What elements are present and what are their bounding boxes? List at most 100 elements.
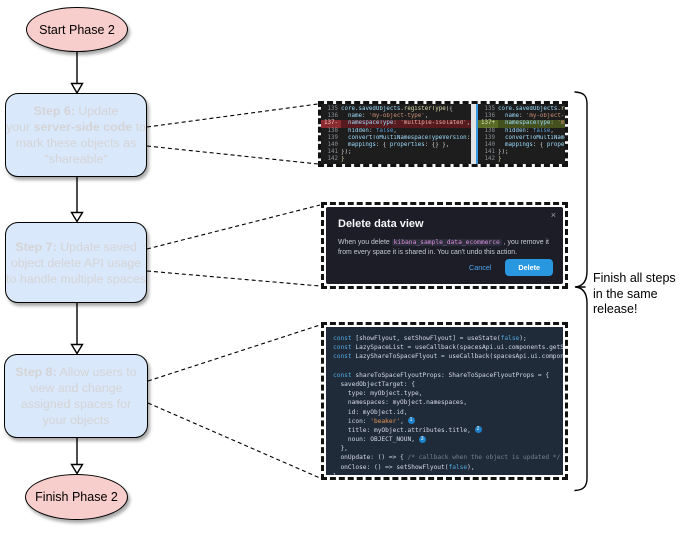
code-snippet-screenshot: const [showFlyout, setShowFlyout] = useS… <box>321 322 568 480</box>
close-icon[interactable]: × <box>550 210 556 220</box>
delete-button[interactable]: Delete <box>505 259 553 276</box>
callout-lines <box>146 103 321 479</box>
diff-pane-after: 135 core.savedObjects.registerType({ 136… <box>476 104 565 164</box>
code-line: icon: 'beaker', 1 <box>333 417 563 426</box>
line-number: 138 <box>484 127 495 134</box>
code-line: const LazySpaceList = useCallback(spaces… <box>333 344 563 352</box>
line-number: 139 <box>484 134 495 141</box>
step-text-line: Step 7: Update saved <box>15 239 137 254</box>
diff-screenshot: 135 core.savedObjects.registerType({ 136… <box>318 101 568 167</box>
brace-label-line: release! <box>593 302 638 316</box>
code-text: namespaceType: 'multiple', <box>504 120 565 127</box>
step-text-line: to handle multiple spaces <box>6 271 146 286</box>
start-node-label: Start Phase 2 <box>39 22 115 37</box>
modal-body: When you delete kibana_sample_data_ecomm… <box>338 238 551 258</box>
code-text: name: 'my-object-type', <box>347 113 429 120</box>
line-number: 135 <box>327 106 338 112</box>
diff-line: 141 }); <box>321 149 471 156</box>
code-line: const shareToSpaceFlyoutProps: ShareToSp… <box>333 371 550 379</box>
line-number: 136 <box>327 113 338 120</box>
line-number: 142 <box>484 156 495 163</box>
diff-line: 135 core.savedObjects.registerType({ <box>478 106 565 113</box>
step-text-line: your objects <box>42 413 110 427</box>
step-text-line: your server-side code to <box>6 120 146 134</box>
modal-body-text: When you delete <box>338 239 392 246</box>
diff-pane-before: 135 core.savedObjects.registerType({ 136… <box>321 104 471 164</box>
step-text-line: Step 8: Allow users to <box>15 365 137 379</box>
line-number: 140 <box>484 141 495 148</box>
code-text: core.savedObjects.registerType({ <box>341 106 453 112</box>
index-name-token: kibana_sample_data_ecommerce <box>391 239 502 246</box>
step-text-line: "shareable" <box>44 152 108 166</box>
diff-line: 136 name: 'my-object-type', <box>321 113 471 120</box>
step6-node: Step 6: Update your server-side code to ma… <box>5 93 147 177</box>
code-text: name: 'my-object-type', <box>504 113 565 120</box>
step-text-line: view and change <box>29 381 123 395</box>
code-text: mappings: { properties: {} }, <box>347 141 450 148</box>
step-text-line: assigned spaces for <box>20 397 132 411</box>
delete-modal-screenshot: × Delete data view When you delete kiban… <box>321 202 568 289</box>
code-line: title: myObject.attributes.title, 2 <box>333 426 563 435</box>
code-text: }); <box>341 149 352 156</box>
brace-label-line: Finish all steps <box>593 271 676 285</box>
line-number: 138 <box>327 127 338 134</box>
line-number: 139 <box>327 134 338 141</box>
curly-brace <box>574 91 588 492</box>
diff-line: 137+ namespaceType: 'multiple', <box>478 120 565 128</box>
line-number: 136 <box>484 113 495 120</box>
code-text: }); <box>498 149 509 156</box>
modal-body-text: , you remove it from every space it is s… <box>338 239 549 256</box>
code-text: mappings: { properties: {} }, <box>504 141 565 148</box>
line-number: 140 <box>327 141 338 148</box>
start-node: Start Phase 2 <box>26 7 128 52</box>
code-line: const [showFlyout, setShowFlyout] = useS… <box>333 335 527 342</box>
code-line: }; <box>333 472 563 475</box>
step8-node: Step 8: Allow users to view and change ass… <box>4 354 148 438</box>
step-text-line: mark these objects as <box>15 136 137 150</box>
diff-line: 142 } <box>478 156 565 163</box>
code-line <box>333 362 563 371</box>
code-line: }, <box>333 445 348 453</box>
diff-line: 136 name: 'my-object-type', <box>478 113 565 120</box>
delete-modal: × Delete data view When you delete kiban… <box>326 207 563 284</box>
finish-node-label: Finish Phase 2 <box>35 490 118 504</box>
diff-line: 140 mappings: { properties: {} }, <box>321 142 471 149</box>
code-text: convertToMultiNamespaceTypeVersion: ' <box>504 134 565 141</box>
code-line: noun: OBJECT_NOUN, 3 <box>333 435 563 444</box>
modal-title: Delete data view <box>338 218 424 230</box>
code-line: onClose: () => setShowFlyout(false), <box>333 463 475 471</box>
code-line: const LazyShareToSpaceFlyout = useCallba… <box>333 353 563 361</box>
diff-line: 142 } <box>321 156 471 163</box>
code-line: namespaces: myObject.namespaces, <box>333 399 468 407</box>
diff-line: 141 }); <box>478 149 565 156</box>
code-line: onUpdate: () => { /* callback when the o… <box>333 454 561 462</box>
diff-line: 139 convertToMultiNamespaceTypeVersion: … <box>321 135 471 142</box>
finish-node: Finish Phase 2 <box>25 474 128 520</box>
modal-actions: Cancel Delete <box>469 259 553 276</box>
diff-line: 138 hidden: false, <box>321 128 471 135</box>
code-text: namespaceType: 'multiple-isolated', <box>347 120 471 127</box>
step-text-line: object delete API usage <box>10 255 142 270</box>
step-text-line: Step 6: Update <box>33 104 119 118</box>
cancel-button[interactable]: Cancel <box>469 263 492 272</box>
code-text: convertToMultiNamespaceTypeVersion: ' <box>347 134 471 141</box>
code-text: hidden: false, <box>347 127 397 134</box>
code-text: core.savedObjects.registerType({ <box>498 106 565 112</box>
line-number: 137- <box>321 120 341 128</box>
code-block: const [showFlyout, setShowFlyout] = useS… <box>326 327 563 475</box>
brace-label-line: in the same <box>593 286 658 301</box>
diff-line: 140 mappings: { properties: {} }, <box>478 142 565 149</box>
code-text: } <box>498 156 502 163</box>
code-text: hidden: false, <box>504 127 554 134</box>
diff-line: 138 hidden: false, <box>478 128 565 135</box>
line-number: 142 <box>327 156 338 163</box>
diff-line: 139 convertToMultiNamespaceTypeVersion: … <box>478 135 565 142</box>
diff-line: 135 core.savedObjects.registerType({ <box>321 106 471 113</box>
line-number: 135 <box>484 106 495 112</box>
code-line: type: myObject.type, <box>333 390 423 398</box>
diff-divider <box>471 104 476 164</box>
line-number: 137+ <box>478 120 498 128</box>
